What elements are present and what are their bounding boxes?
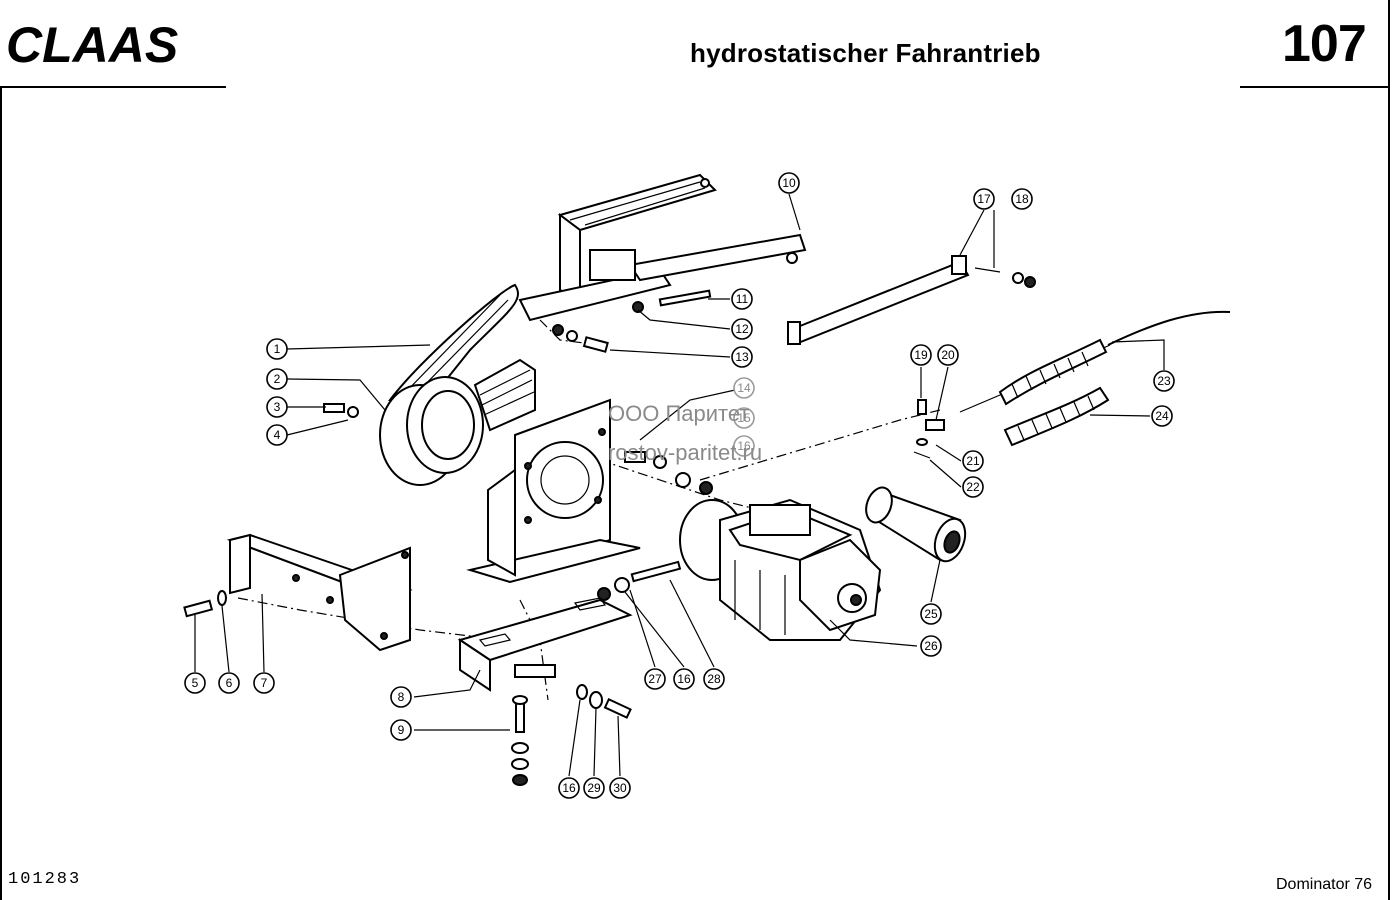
washers-and-bolt-16-29-30 xyxy=(576,684,632,719)
callout-4: 4 xyxy=(266,424,288,446)
callout-17: 17 xyxy=(973,188,995,210)
callout-13: 13 xyxy=(731,346,753,368)
mounting-plate xyxy=(466,398,641,584)
leader-lines xyxy=(194,193,1165,777)
svg-text:1: 1 xyxy=(274,342,281,356)
svg-text:30: 30 xyxy=(613,781,627,795)
svg-text:18: 18 xyxy=(1015,192,1029,206)
filter-cartridge xyxy=(865,486,967,563)
svg-text:19: 19 xyxy=(914,348,928,362)
callout-24: 24 xyxy=(1151,405,1173,427)
svg-text:21: 21 xyxy=(966,454,980,468)
document-number: 101283 xyxy=(8,870,82,889)
svg-text:6: 6 xyxy=(226,676,233,690)
callout-8: 8 xyxy=(390,686,412,708)
callout-2: 2 xyxy=(266,368,288,390)
svg-text:24: 24 xyxy=(1155,409,1169,423)
left-angle-bracket xyxy=(226,533,413,652)
support-bracket xyxy=(518,173,807,322)
svg-text:8: 8 xyxy=(398,690,405,704)
callout-16-a: 16 xyxy=(673,668,695,690)
svg-text:16: 16 xyxy=(677,672,691,686)
svg-text:16: 16 xyxy=(737,439,751,453)
hydrostatic-pump xyxy=(679,498,882,641)
svg-text:11: 11 xyxy=(736,292,749,306)
callout-27: 27 xyxy=(644,668,666,690)
watermark-company: ООО Паритет xyxy=(608,401,750,426)
callout-6: 6 xyxy=(218,672,240,694)
callout-18: 18 xyxy=(1011,188,1033,210)
callout-12: 12 xyxy=(731,318,753,340)
claas-logo-text: CLAAS xyxy=(6,20,178,68)
bolt-and-washer-5-6 xyxy=(183,590,227,618)
claas-logo: CLAAS xyxy=(6,20,178,68)
fasteners-27-16-28 xyxy=(597,560,682,601)
page-number: 107 xyxy=(1282,15,1367,73)
header-rule-right xyxy=(1240,86,1390,88)
frame-right-edge xyxy=(1388,0,1390,900)
svg-text:10: 10 xyxy=(782,176,796,190)
callout-20: 20 xyxy=(937,344,959,366)
base-plate xyxy=(457,597,633,692)
svg-text:29: 29 xyxy=(587,781,601,795)
callout-26: 26 xyxy=(920,635,942,657)
callout-3: 3 xyxy=(266,396,288,418)
bolt-and-washer-3-4 xyxy=(323,403,359,418)
svg-text:27: 27 xyxy=(648,672,662,686)
model-name: Dominator 76 xyxy=(1276,876,1373,893)
callout-14: 14 xyxy=(733,377,755,399)
svg-text:26: 26 xyxy=(924,639,938,653)
callout-30: 30 xyxy=(609,777,631,799)
svg-text:16: 16 xyxy=(562,781,576,795)
svg-text:3: 3 xyxy=(274,400,281,414)
svg-text:4: 4 xyxy=(274,428,281,442)
plate-fasteners xyxy=(624,451,713,495)
callout-29: 29 xyxy=(583,777,605,799)
svg-text:13: 13 xyxy=(735,350,749,364)
callout-16-b: 16 xyxy=(558,777,580,799)
callout-1: 1 xyxy=(266,338,288,360)
svg-text:5: 5 xyxy=(192,676,199,690)
callout-22: 22 xyxy=(962,476,984,498)
svg-text:15: 15 xyxy=(737,411,751,425)
alignment-lines xyxy=(237,319,941,701)
callout-7: 7 xyxy=(253,672,275,694)
callout-28: 28 xyxy=(703,668,725,690)
callout-16-ghost: 16 xyxy=(733,435,755,457)
callout-9: 9 xyxy=(390,719,412,741)
frame-left-edge xyxy=(0,86,2,900)
callout-19: 19 xyxy=(910,344,932,366)
clevis-and-pin-19-22 xyxy=(913,399,945,459)
svg-text:9: 9 xyxy=(398,723,405,737)
svg-text:22: 22 xyxy=(966,480,980,494)
svg-text:17: 17 xyxy=(977,192,991,206)
callout-10: 10 xyxy=(778,172,800,194)
svg-text:28: 28 xyxy=(707,672,721,686)
page-title: hydrostatischer Fahrantrieb xyxy=(690,38,1041,68)
svg-text:14: 14 xyxy=(737,381,751,395)
callout-5: 5 xyxy=(184,672,206,694)
svg-text:25: 25 xyxy=(924,607,938,621)
header-rule-left xyxy=(0,86,226,88)
fasteners-11-12-13 xyxy=(552,289,712,353)
support-bar xyxy=(787,255,1036,345)
svg-text:7: 7 xyxy=(261,676,268,690)
svg-text:20: 20 xyxy=(941,348,955,362)
svg-text:12: 12 xyxy=(735,322,749,336)
callout-15: 15 xyxy=(733,407,755,429)
callout-11: 11 xyxy=(731,288,753,310)
bolt-and-nuts-9 xyxy=(511,695,529,786)
svg-text:2: 2 xyxy=(274,372,281,386)
v-belt-and-pulley xyxy=(379,283,536,486)
callout-25: 25 xyxy=(920,603,942,625)
callout-23: 23 xyxy=(1153,370,1175,392)
svg-text:23: 23 xyxy=(1157,374,1171,388)
callout-21: 21 xyxy=(962,450,984,472)
control-cable-and-bellows xyxy=(959,310,1231,447)
watermark-url: rostov-paritet.ru xyxy=(608,440,763,465)
